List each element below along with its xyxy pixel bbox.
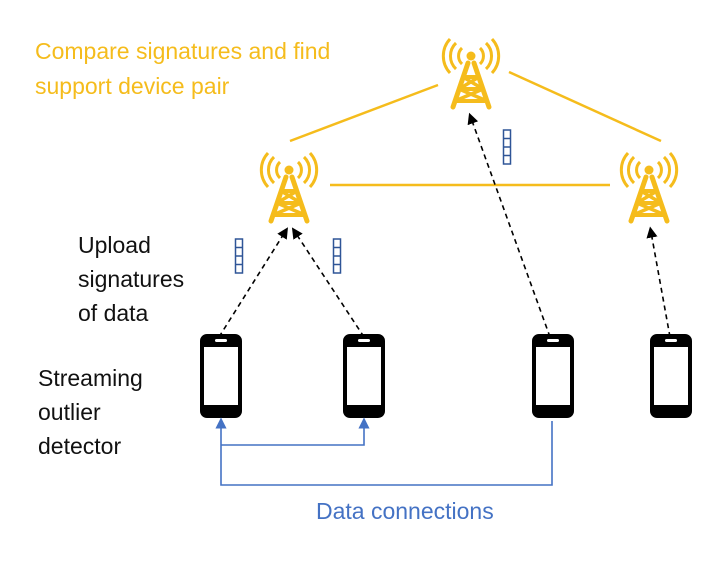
upload-arrow-device-3 <box>467 112 551 338</box>
upload-arrow-device-4 <box>646 226 671 338</box>
detector-label-line-3: detector <box>38 433 122 459</box>
upload-label-line-2: signatures <box>78 266 185 292</box>
compare-signatures-label: Compare signatures and find support devi… <box>35 34 330 104</box>
upload-label-line-3: of data <box>78 300 149 326</box>
backbone-link-top-right <box>508 70 662 143</box>
signature-block-icon-right <box>502 129 512 165</box>
detector-label-line-1: Streaming <box>38 365 143 391</box>
left-tower-icon <box>261 153 316 221</box>
streaming-detector-label: Streaming outlier detector <box>38 361 143 463</box>
data-connection-branch <box>221 417 370 446</box>
compare-label-line-1: Compare signatures and find <box>35 38 331 64</box>
upload-arrow-device-2 <box>291 227 365 338</box>
data-connections-label: Data connections <box>316 498 494 524</box>
device-3-smartphone-icon <box>532 334 574 418</box>
device-1-smartphone-icon <box>200 334 242 418</box>
upload-arrow-device-1 <box>218 227 288 338</box>
signature-block-icon-middle <box>332 238 342 274</box>
top-tower-icon <box>443 39 498 107</box>
signature-block-icon-left <box>234 238 244 274</box>
right-tower-icon <box>621 153 676 221</box>
detector-label-line-2: outlier <box>38 399 101 425</box>
compare-label-line-2: support device pair <box>35 73 230 99</box>
upload-signatures-label: Upload signatures of data <box>78 228 184 330</box>
upload-label-line-1: Upload <box>78 232 151 258</box>
backbone-link-top-left <box>289 83 439 143</box>
device-2-smartphone-icon <box>343 334 385 418</box>
device-4-smartphone-icon <box>650 334 692 418</box>
data-connection-line <box>215 417 553 486</box>
